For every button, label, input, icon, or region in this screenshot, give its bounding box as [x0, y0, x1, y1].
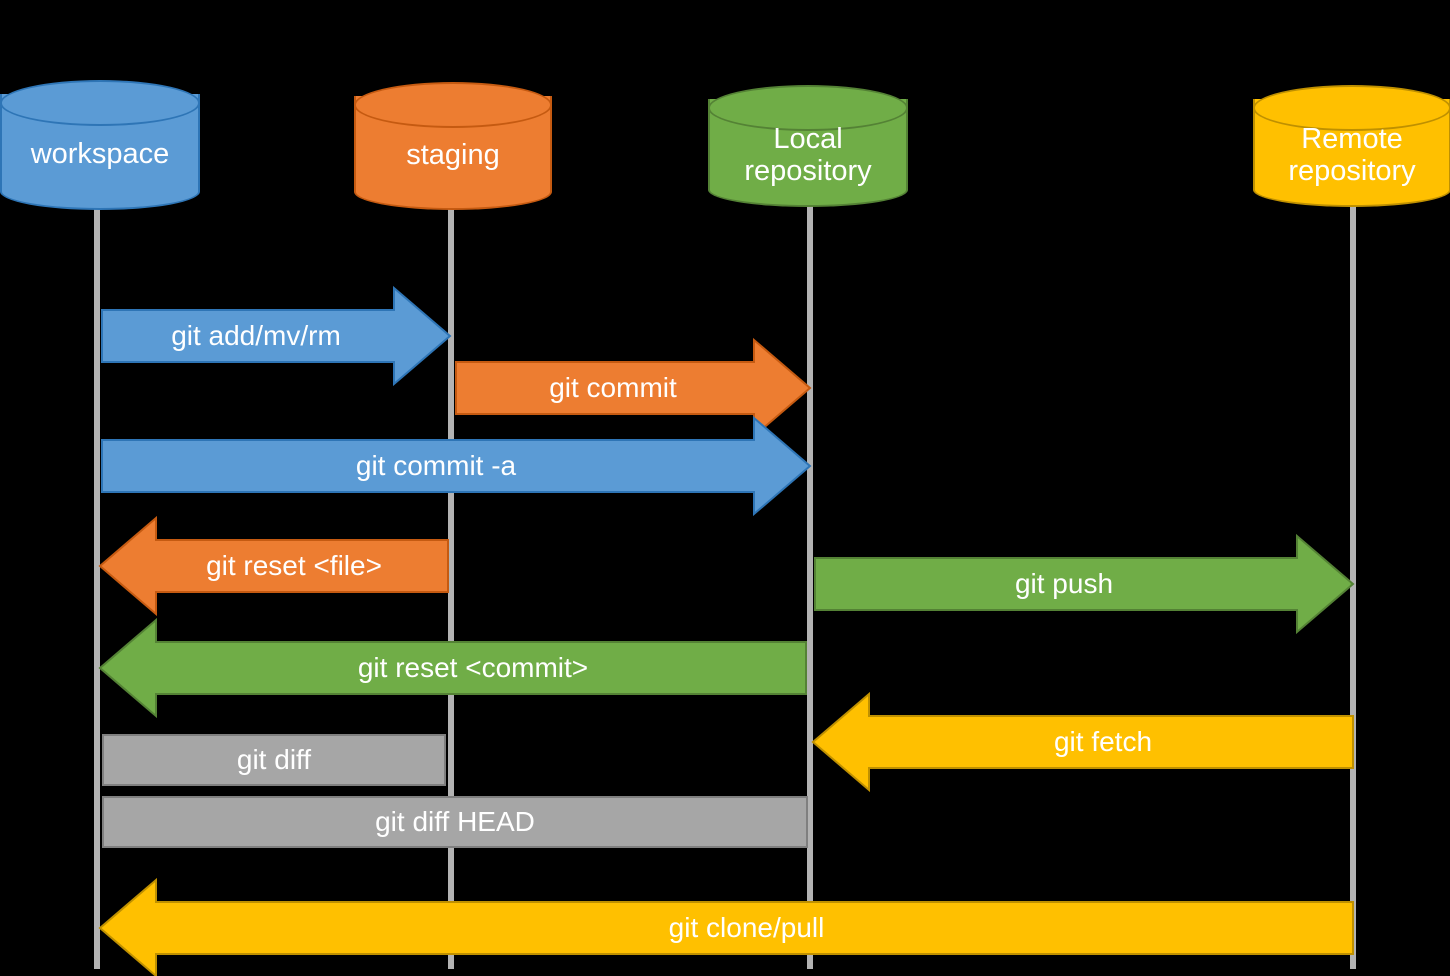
flow-git-fetch[interactable]: git fetch	[811, 691, 1354, 793]
flow-git-diff[interactable]: git diff	[102, 734, 446, 786]
flow-label-git-diff: git diff	[236, 744, 312, 775]
flow-label-git-diff-head: git diff HEAD	[375, 806, 535, 837]
node-label-workspace: workspace	[30, 137, 170, 170]
flow-git-add[interactable]: git add/mv/rm	[101, 285, 452, 387]
flow-git-commit-a[interactable]: git commit -a	[101, 415, 812, 517]
node-top-staging	[354, 82, 552, 128]
flow-git-push[interactable]: git push	[814, 533, 1355, 635]
lifeline-workspace	[94, 204, 100, 969]
flow-git-clone-pull[interactable]: git clone/pull	[98, 877, 1354, 976]
node-top-workspace	[0, 80, 200, 126]
node-label-staging: staging	[406, 138, 500, 171]
node-staging[interactable]: staging	[354, 82, 552, 210]
flow-git-reset-file[interactable]: git reset <file>	[98, 515, 449, 617]
flow-git-reset-commit[interactable]: git reset <commit>	[98, 617, 807, 719]
lifeline-local-repo	[807, 201, 813, 969]
lifeline-staging	[448, 204, 454, 969]
node-workspace[interactable]: workspace	[0, 80, 200, 210]
node-top-local-repo	[708, 85, 908, 131]
flow-git-diff-head[interactable]: git diff HEAD	[102, 796, 808, 848]
